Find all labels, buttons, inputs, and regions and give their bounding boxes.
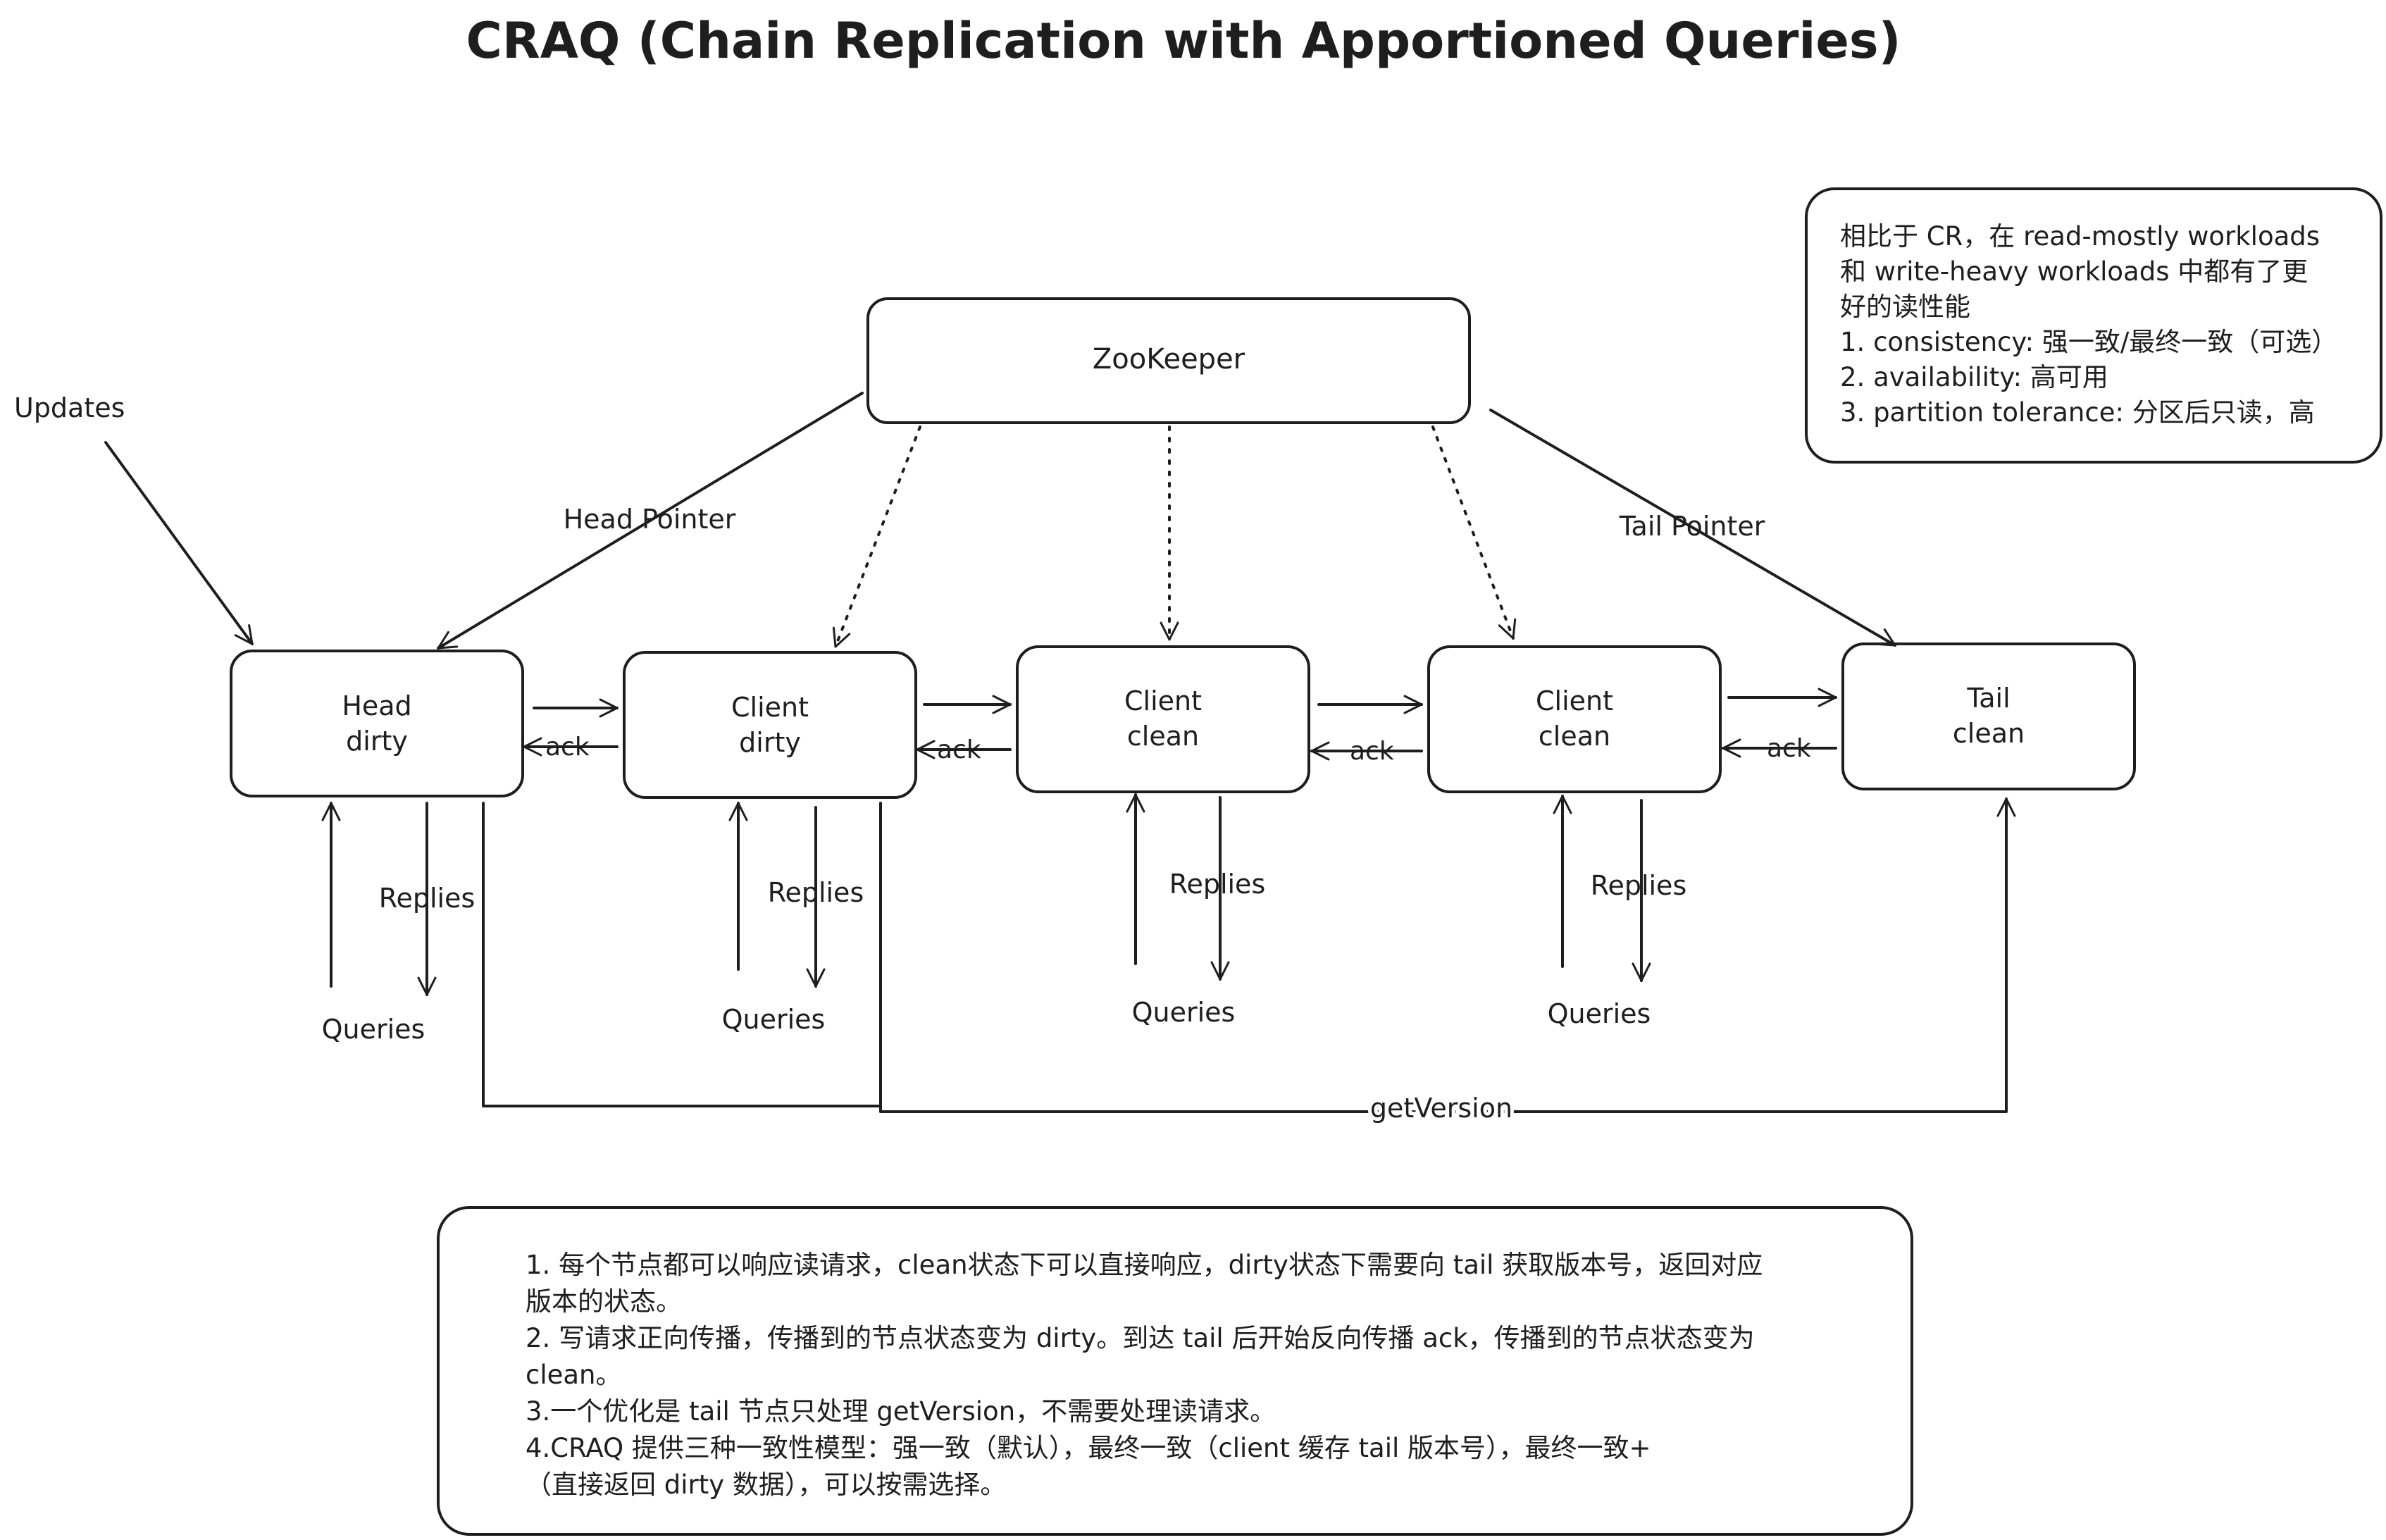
get-version-label: getVersion: [1370, 1093, 1512, 1124]
explanation-line-1: 1. 每个节点都可以响应读请求，clean状态下可以直接响应，dirty状态下需…: [526, 1250, 1763, 1280]
zookeeper-node: ZooKeeper: [866, 297, 1471, 424]
note-line-4: 1. consistency: 强一致/最终一致（可选）: [1840, 327, 2337, 357]
diagram-title: CRAQ (Chain Replication with Apportioned…: [466, 12, 1901, 70]
client-node-3: Client clean: [1427, 645, 1722, 793]
tail-node: Tail clean: [1841, 642, 2136, 790]
client-2-query-group: Replies Queries: [1126, 793, 1266, 1028]
get-version-path-client: [879, 797, 2016, 1113]
explanation-line-2: 版本的状态。: [526, 1286, 682, 1317]
replies-label: Replies: [379, 883, 476, 914]
client-node-1-role: Client: [731, 692, 809, 723]
explanation-line-7: （直接返回 dirty 数据），可以按需选择。: [526, 1470, 1006, 1500]
client-3-query-group: Replies Queries: [1548, 795, 1687, 1029]
replies-label: Replies: [1169, 869, 1266, 900]
ack-label-3: ack: [1350, 737, 1394, 766]
note-line-6: 3. partition tolerance: 分区后只读，高: [1840, 397, 2315, 428]
queries-label: Queries: [1548, 998, 1651, 1029]
ack-label-1: ack: [545, 733, 590, 762]
queries-label: Queries: [322, 1014, 425, 1045]
client-node-1: Client dirty: [623, 651, 917, 799]
client-node-3-role: Client: [1536, 685, 1613, 716]
tail-pointer-arrow: [1489, 409, 1896, 647]
ack-label-2: ack: [937, 735, 981, 764]
client-node-1-state: dirty: [739, 727, 801, 758]
ack-label-4: ack: [1767, 734, 1811, 763]
tail-node-role: Tail: [1966, 683, 2010, 714]
client-node-2: Client clean: [1016, 645, 1310, 793]
explanation-line-3: 2. 写请求正向传播，传播到的节点状态变为 dirty。到达 tail 后开始反…: [526, 1323, 1755, 1353]
note-line-1: 相比于 CR，在 read-mostly workloads: [1840, 221, 2320, 252]
note-box: 相比于 CR，在 read-mostly workloads 和 write-h…: [1805, 187, 2382, 464]
note-line-5: 2. availability: 高可用: [1840, 362, 2108, 392]
updates-arrow: [104, 441, 254, 645]
head-pointer-label: Head Pointer: [564, 504, 736, 535]
tail-node-state: clean: [1953, 718, 2025, 749]
replies-label: Replies: [768, 877, 864, 908]
explanation-line-6: 4.CRAQ 提供三种一致性模型：强一致（默认），最终一致（client 缓存 …: [526, 1433, 1651, 1463]
explanation-line-4: clean。: [526, 1360, 622, 1390]
head-node: Head dirty: [230, 650, 524, 797]
client-node-2-state: clean: [1127, 721, 1199, 752]
tail-pointer-label: Tail Pointer: [1619, 511, 1765, 542]
zookeeper-watch-arrow-3: [1431, 426, 1517, 640]
updates-label: Updates: [14, 392, 125, 423]
client-1-query-group: Replies Queries: [722, 802, 864, 1035]
queries-label: Queries: [722, 1004, 826, 1035]
replies-label: Replies: [1591, 870, 1687, 901]
queries-label: Queries: [1132, 997, 1236, 1028]
note-line-3: 好的读性能: [1840, 292, 1970, 322]
head-node-role: Head: [342, 690, 411, 721]
client-node-3-state: clean: [1539, 721, 1610, 752]
client-node-2-role: Client: [1124, 685, 1202, 716]
head-node-state: dirty: [346, 726, 408, 757]
zookeeper-watch-arrow-1: [832, 426, 921, 648]
explanation-box: 1. 每个节点都可以响应读请求，clean状态下可以直接响应，dirty状态下需…: [437, 1206, 1913, 1536]
get-version-path-head: [482, 802, 882, 1107]
note-line-2: 和 write-heavy workloads 中都有了更: [1840, 256, 2308, 287]
head-query-group: Replies Queries: [321, 802, 476, 1045]
head-pointer-arrow: [437, 392, 864, 650]
explanation-line-5: 3.一个优化是 tail 节点只处理 getVersion，不需要处理读请求。: [526, 1396, 1276, 1427]
zookeeper-label: ZooKeeper: [1093, 343, 1245, 375]
